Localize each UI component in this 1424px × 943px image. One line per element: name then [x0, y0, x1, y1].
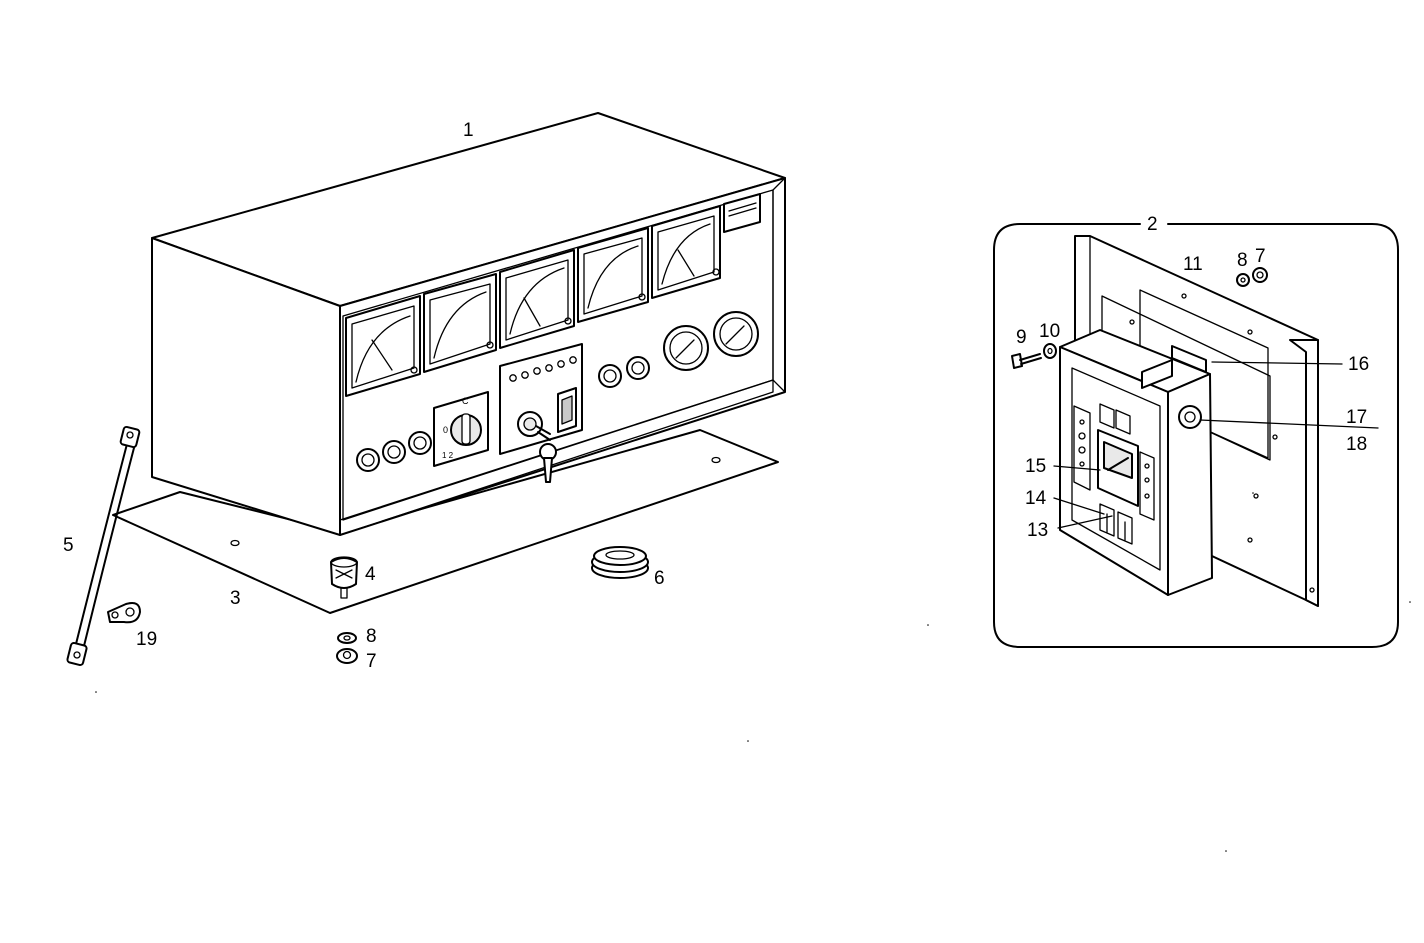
callout-3: 3: [230, 588, 241, 609]
detail-frame: [993, 223, 1399, 648]
base-plate: [112, 429, 779, 614]
meter-2: [423, 273, 497, 373]
callout-7b: 7: [1255, 246, 1266, 267]
washer-8-left: [337, 632, 357, 644]
switch-label-left: 0: [443, 425, 448, 435]
meter-1: [345, 295, 421, 397]
key-switch-module: [499, 343, 583, 455]
nut-7-right: [1252, 267, 1268, 283]
nut-7-left: [336, 648, 358, 664]
washer-10: [1043, 343, 1057, 359]
callout-13: 13: [1027, 520, 1048, 541]
callout-2: 2: [1147, 214, 1158, 235]
push-button-2: [626, 356, 650, 380]
callout-14: 14: [1025, 488, 1047, 509]
callout-15: 15: [1025, 456, 1046, 477]
callout-labels: 1 2 3 4 5 6 8 7 19 11 8 7 9 10 16 17 18 …: [63, 120, 1369, 672]
round-gauge-2: [713, 311, 759, 357]
terminal-strip-left: [1073, 405, 1091, 491]
ignition-key: [535, 425, 557, 483]
callout-8b: 8: [1237, 250, 1248, 271]
callout-18: 18: [1346, 434, 1367, 455]
callout-9: 9: [1016, 327, 1027, 348]
hour-counter: [723, 193, 761, 233]
vibration-mount: [330, 556, 358, 599]
callout-16: 16: [1348, 354, 1369, 375]
callout-1: 1: [463, 120, 474, 141]
switch-label-top: C: [462, 396, 469, 406]
pilot-lamp-1: [356, 448, 380, 472]
leader-lines: [1053, 361, 1379, 529]
cable-clamp: [107, 602, 141, 624]
round-gauge-1: [663, 325, 709, 371]
grommet: [591, 546, 649, 579]
selector-switch: C 0 1 2: [433, 391, 489, 467]
push-button-1: [598, 364, 622, 388]
scan-specks: [95, 492, 1411, 852]
screw-9: [1011, 353, 1042, 369]
callout-4: 4: [365, 564, 376, 585]
cable-gland: [1178, 405, 1202, 429]
callout-17: 17: [1346, 407, 1367, 428]
callout-7a: 7: [366, 651, 377, 672]
fuse-holders: [1099, 503, 1133, 545]
earth-cable: [66, 425, 141, 667]
meter-3: [499, 249, 575, 349]
meter-4: [577, 227, 649, 323]
callout-6: 6: [654, 568, 665, 589]
terminal-strip-right: [1139, 451, 1155, 521]
circuit-breaker: [1097, 403, 1139, 507]
callout-10: 10: [1039, 321, 1060, 342]
callout-8a: 8: [366, 626, 377, 647]
washer-8-right: [1236, 273, 1250, 287]
callout-5: 5: [63, 535, 74, 556]
callout-11: 11: [1183, 254, 1203, 275]
meter-5: [651, 205, 721, 299]
pilot-lamp-3: [408, 431, 432, 455]
switch-label-bottom: 1 2: [442, 451, 454, 460]
pilot-lamp-2: [382, 440, 406, 464]
callout-19: 19: [136, 629, 157, 650]
